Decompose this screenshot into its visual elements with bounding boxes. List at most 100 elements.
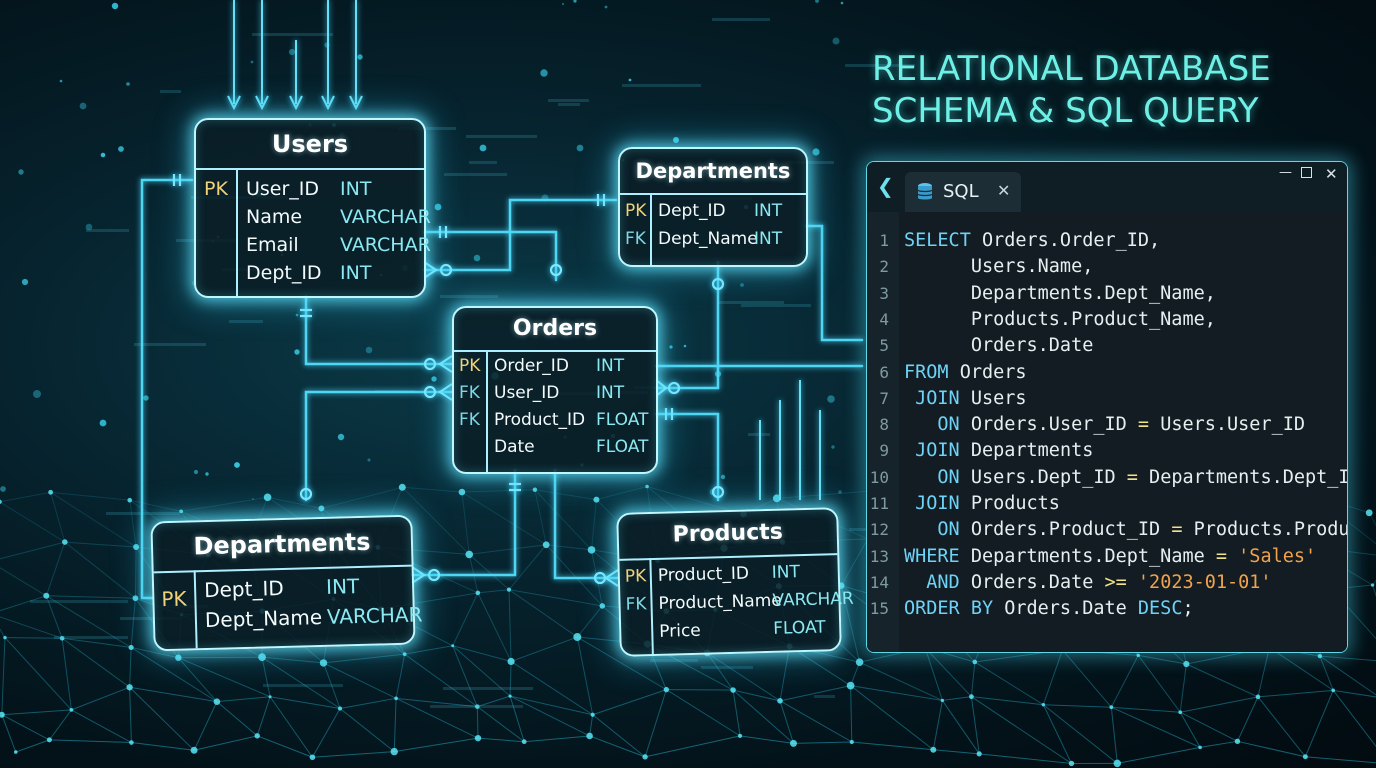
mesh-node: [59, 635, 65, 641]
line-number: 8: [879, 415, 889, 435]
mesh-node: [254, 733, 260, 739]
code-editor[interactable]: [867, 212, 1347, 652]
departments-table-bottom[interactable]: Departments PK Dept_ID INT Dept_Name VAR…: [150, 514, 423, 652]
code-line: 5 Orders.Date: [867, 333, 1347, 359]
mesh-line: [323, 653, 405, 664]
mesh-node: [645, 484, 649, 489]
mesh-line: [61, 637, 130, 688]
glow-dot: [288, 48, 296, 56]
code-line: 12 ON Orders.Product_ID = Products.Produ…: [867, 517, 1347, 543]
field-name: Name: [246, 206, 303, 228]
mesh-line: [779, 700, 853, 743]
glow-dot: [33, 390, 41, 398]
mesh-node: [213, 698, 221, 705]
field-type: VARCHAR: [326, 602, 423, 629]
mesh-line: [510, 661, 593, 716]
tab-sql[interactable]: SQL ✕: [905, 172, 1021, 212]
glow-dot: [720, 474, 726, 480]
mesh-line: [177, 657, 218, 702]
mesh-node: [1178, 710, 1183, 715]
sql-token: ON: [904, 414, 960, 436]
mesh-line: [129, 687, 132, 743]
mesh-line: [1111, 706, 1181, 713]
field-type: FLOAT: [772, 617, 826, 639]
mesh-line: [131, 742, 195, 751]
glow-dot: [294, 349, 300, 355]
pk-label: PK: [624, 566, 647, 587]
maximize-icon[interactable]: [1301, 167, 1312, 178]
sql-token: Products.Product_Name,: [904, 308, 1216, 330]
mesh-line: [974, 661, 1044, 706]
mesh-line: [776, 490, 877, 499]
pk-label: PK: [204, 178, 228, 200]
close-icon[interactable]: ✕: [997, 181, 1011, 200]
mesh-line: [401, 486, 470, 555]
sql-token: Orders.User_ID: [959, 414, 1138, 436]
code-line: 11 JOIN Products: [867, 491, 1347, 517]
data-streak: [741, 304, 811, 307]
page-title-line2: SCHEMA & SQL QUERY: [872, 91, 1259, 131]
departments-table-top[interactable]: Departments PK Dept_ID INT FK Dept_Name …: [618, 147, 808, 267]
field-type: INT: [596, 356, 625, 376]
mesh-node: [475, 590, 481, 596]
mesh-line: [477, 592, 512, 662]
mesh-node: [128, 644, 134, 651]
code-line: 7 JOIN Users: [867, 386, 1347, 412]
glow-dot: [473, 254, 481, 262]
users-table[interactable]: Users PK User_ID INT Name VARCHAR Email …: [194, 118, 431, 298]
mesh-line: [477, 737, 525, 743]
line-number: 1: [879, 231, 889, 250]
glow-dot: [337, 433, 345, 441]
mesh-node: [930, 746, 937, 753]
mesh-line: [193, 701, 218, 751]
mesh-node: [175, 654, 182, 661]
mesh-line: [1179, 663, 1187, 713]
field-type: INT: [771, 562, 801, 583]
chevron-left-icon[interactable]: ❮: [877, 174, 894, 198]
mesh-node: [268, 695, 272, 699]
mesh-node: [48, 489, 54, 495]
mesh-line: [850, 685, 934, 751]
mesh-line: [924, 647, 943, 701]
mesh-line: [0, 628, 6, 638]
orders-table[interactable]: Orders PK Order_ID INT FK User_ID INT FK…: [452, 306, 658, 474]
sql-token: >=: [1104, 571, 1127, 593]
mesh-node: [190, 746, 198, 754]
glow-dot: [604, 5, 608, 9]
field-name: Dept_ID: [658, 201, 726, 221]
mesh-line: [789, 645, 851, 687]
data-streak: [845, 64, 915, 67]
field-type: VARCHAR: [772, 588, 854, 611]
mesh-line: [1257, 647, 1270, 697]
mesh-line: [71, 686, 130, 711]
glow-dot: [365, 346, 373, 354]
tab-label: SQL: [943, 181, 979, 202]
mesh-line: [216, 701, 258, 737]
mesh-line: [261, 656, 341, 709]
mesh-line: [508, 589, 512, 662]
products-table[interactable]: Products PK Product_ID INT FK Product_Na…: [616, 507, 854, 657]
mesh-node: [855, 658, 864, 666]
close-window-icon[interactable]: ✕: [1325, 165, 1338, 183]
mesh-node: [132, 595, 139, 602]
field-name: User_ID: [494, 383, 560, 403]
glow-dot: [252, 498, 254, 500]
mesh-line: [64, 541, 136, 599]
mesh-node: [129, 740, 134, 745]
minimize-icon[interactable]: —: [1279, 165, 1292, 180]
mesh-line: [134, 547, 137, 599]
mesh-node: [521, 739, 527, 745]
glow-dot: [21, 278, 29, 286]
mesh-line: [50, 492, 66, 543]
mesh-line: [840, 538, 869, 586]
mesh-line: [404, 653, 478, 708]
glow-dot: [540, 69, 548, 77]
glow-dot: [111, 2, 119, 10]
data-streak: [263, 684, 343, 687]
table-header: Departments: [620, 149, 806, 195]
mesh-node: [458, 488, 466, 496]
mesh-line: [589, 735, 646, 758]
mesh-line: [592, 689, 667, 716]
